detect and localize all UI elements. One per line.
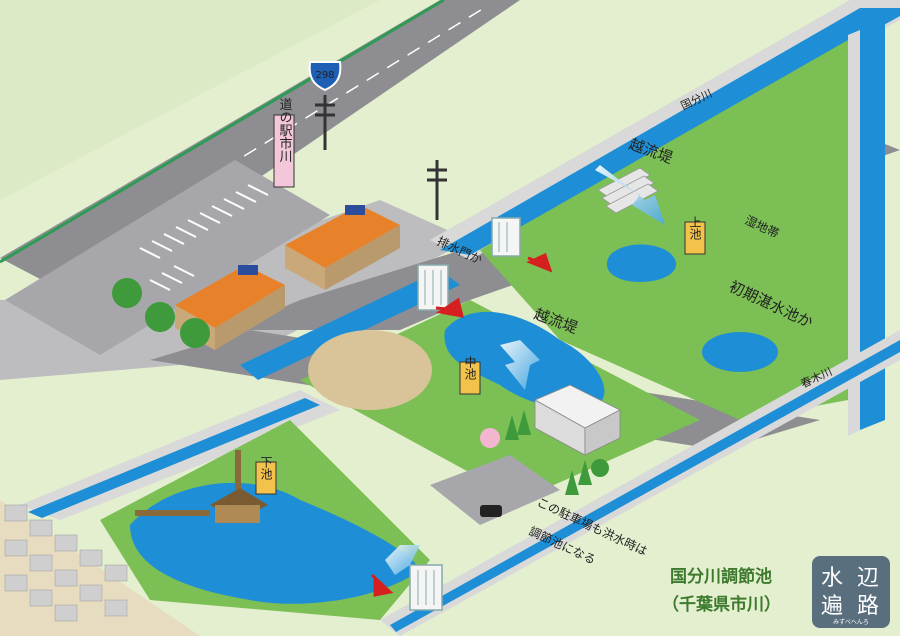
upper-field (480, 40, 848, 420)
middle-channel (240, 270, 460, 380)
river-bank-right (848, 30, 860, 436)
middle-pond-label: 中池 (463, 355, 477, 380)
red-arrow-drain (435, 297, 465, 318)
lower-parking (430, 455, 560, 525)
sports-ground (308, 330, 432, 410)
green-median (0, 0, 445, 264)
lower-river (390, 340, 900, 632)
station-building-1 (285, 205, 400, 290)
station-sign-text: 道の駅市川 (277, 98, 293, 163)
gate-lower (409, 564, 443, 611)
utility-pole-1 (315, 95, 335, 150)
station-sign-box (273, 114, 295, 188)
lower-pond-tag (255, 461, 277, 495)
caption-subtitle: （千葉県市川） (662, 594, 781, 615)
housing (0, 500, 200, 636)
initial-pool (702, 332, 778, 372)
route-number: 298 (315, 70, 334, 81)
haruki-river (860, 20, 885, 430)
lower-pond-label: 下池 (259, 456, 273, 480)
trees (112, 278, 609, 495)
kokubu-river (440, 8, 900, 255)
cherry-tree (480, 428, 500, 448)
flow-arrow-middle (500, 340, 540, 390)
lane-line (39, 7, 485, 283)
parking-lot (5, 160, 330, 355)
upper-pond (606, 244, 677, 282)
caption-title: 国分川調節池 (670, 566, 772, 587)
logo-char-1: 水 (821, 566, 843, 591)
left-channel (28, 398, 320, 518)
upper-pond-tag (684, 221, 706, 255)
logo-small-text: みずべへんろ (833, 618, 869, 626)
route-shield: 298 (308, 61, 342, 92)
red-arrow-upper (526, 252, 553, 273)
red-arrow-lower (370, 573, 394, 597)
flow-arrow-lower (385, 545, 420, 575)
gate-drain (417, 264, 449, 311)
flow-arrow-upper (595, 165, 665, 225)
upper-pond-label: 上池 (688, 216, 702, 240)
utility-pole-2 (427, 160, 447, 220)
school-building (534, 384, 621, 456)
grass-corner (0, 0, 380, 200)
weir-steps (597, 167, 659, 214)
logo-char-3: 遍 (821, 594, 843, 619)
gate-upper (491, 217, 521, 257)
parked-car (480, 505, 502, 517)
middle-pond-tag (459, 361, 481, 395)
logo-char-2: 辺 (857, 566, 879, 591)
logo-char-4: 路 (857, 594, 879, 619)
pavilion (135, 450, 268, 523)
mizube-henro-logo: 水 辺 遍 路 みずべへんろ (812, 556, 890, 628)
parking-stripes (139, 184, 269, 291)
